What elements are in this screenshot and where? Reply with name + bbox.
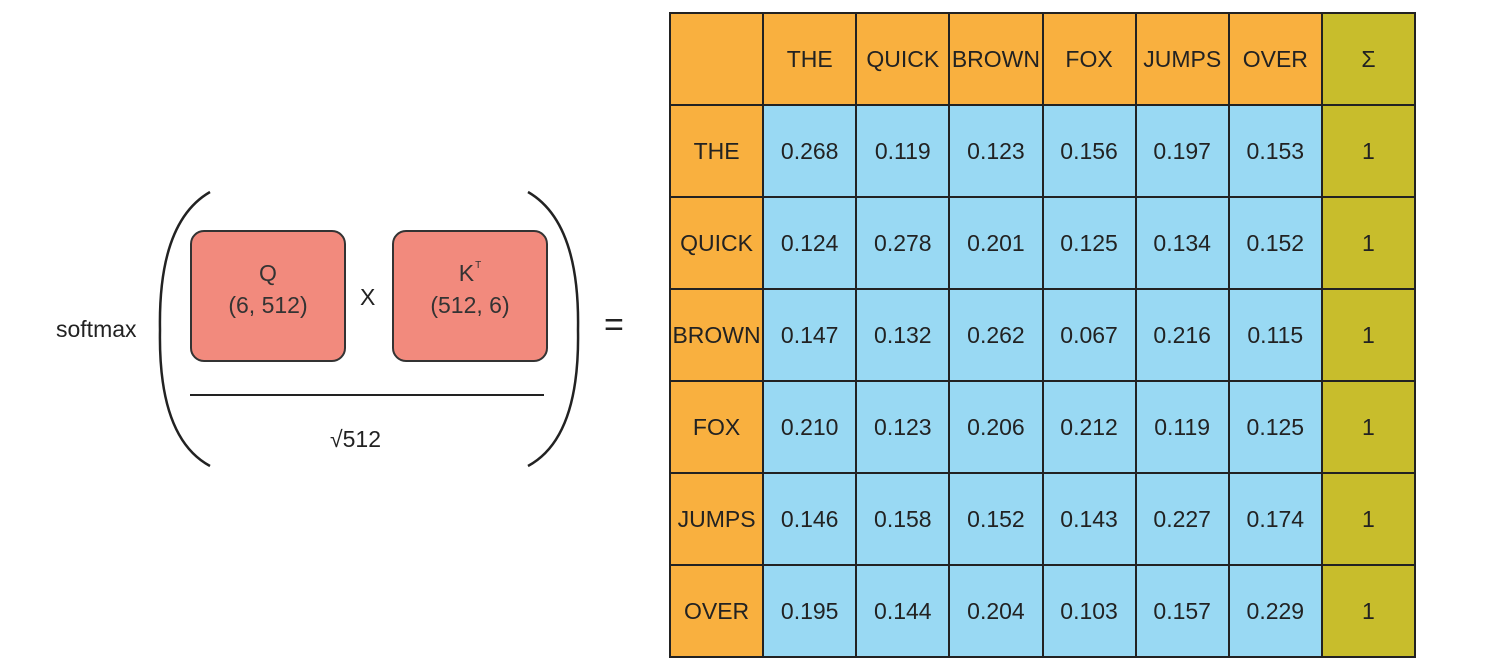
weight-cell: 0.125 <box>1041 196 1137 290</box>
right-parenthesis <box>527 190 580 468</box>
weight-cell: 0.144 <box>855 564 951 658</box>
weight-cell: 0.156 <box>1041 104 1137 198</box>
fraction-line <box>190 394 544 396</box>
weight-cell: 0.143 <box>1041 472 1137 566</box>
k-matrix-name: KT <box>394 260 546 287</box>
row-label: OVER <box>668 564 765 658</box>
table-row: QUICK 0.124 0.278 0.201 0.125 0.134 0.15… <box>668 196 1417 290</box>
row-sum-cell: 1 <box>1320 564 1417 658</box>
k-matrix-dims: (512, 6) <box>430 292 510 318</box>
row-label: BROWN <box>668 288 765 382</box>
column-header: BROWN <box>948 12 1044 106</box>
table-row: OVER 0.195 0.144 0.204 0.103 0.157 0.229… <box>668 564 1417 658</box>
row-sum-cell: 1 <box>1320 472 1417 566</box>
transpose-superscript: T <box>475 260 482 271</box>
table-row: BROWN 0.147 0.132 0.262 0.067 0.216 0.11… <box>668 288 1417 382</box>
weight-cell: 0.103 <box>1041 564 1137 658</box>
weight-cell: 0.204 <box>948 564 1044 658</box>
weight-cell: 0.201 <box>948 196 1044 290</box>
weight-cell: 0.158 <box>855 472 951 566</box>
weight-cell: 0.152 <box>1227 196 1323 290</box>
row-label: FOX <box>668 380 765 474</box>
weight-cell: 0.152 <box>948 472 1044 566</box>
multiply-operator: X <box>360 284 376 310</box>
column-header: JUMPS <box>1134 12 1230 106</box>
q-matrix-name: Q <box>259 260 277 286</box>
row-label: QUICK <box>668 196 765 290</box>
column-header: OVER <box>1227 12 1323 106</box>
q-matrix-box: Q (6, 512) <box>190 230 346 362</box>
weight-cell: 0.216 <box>1134 288 1230 382</box>
weight-cell: 0.146 <box>762 472 858 566</box>
column-header: THE <box>762 12 858 106</box>
sum-header: Σ <box>1320 12 1417 106</box>
weight-cell: 0.125 <box>1227 380 1323 474</box>
formula-parentheses <box>158 190 580 468</box>
q-matrix-dims: (6, 512) <box>228 292 308 318</box>
weight-cell: 0.153 <box>1227 104 1323 198</box>
weight-cell: 0.197 <box>1134 104 1230 198</box>
weight-cell: 0.157 <box>1134 564 1230 658</box>
k-matrix-letter: K <box>458 260 475 286</box>
table-row: THE 0.268 0.119 0.123 0.156 0.197 0.153 … <box>668 104 1417 198</box>
weight-cell: 0.134 <box>1134 196 1230 290</box>
corner-cell <box>668 12 765 106</box>
row-sum-cell: 1 <box>1320 196 1417 290</box>
column-header: QUICK <box>855 12 951 106</box>
weight-cell: 0.119 <box>855 104 951 198</box>
weight-cell: 0.206 <box>948 380 1044 474</box>
k-transpose-matrix-box: KT (512, 6) <box>392 230 548 362</box>
weight-cell: 0.119 <box>1134 380 1230 474</box>
weight-cell: 0.229 <box>1227 564 1323 658</box>
column-header: FOX <box>1041 12 1137 106</box>
weight-cell: 0.212 <box>1041 380 1137 474</box>
row-label: THE <box>668 104 765 198</box>
equals-sign: = <box>604 306 624 344</box>
weight-cell: 0.132 <box>855 288 951 382</box>
weight-cell: 0.123 <box>948 104 1044 198</box>
weight-cell: 0.174 <box>1227 472 1323 566</box>
row-sum-cell: 1 <box>1320 288 1417 382</box>
table-row: FOX 0.210 0.123 0.206 0.212 0.119 0.125 … <box>668 380 1417 474</box>
left-parenthesis <box>158 190 211 468</box>
row-label: JUMPS <box>668 472 765 566</box>
softmax-label: softmax <box>56 316 137 342</box>
header-row: THE QUICK BROWN FOX JUMPS OVER Σ <box>668 12 1417 106</box>
denominator: √512 <box>330 426 381 452</box>
attention-weights-table: THE QUICK BROWN FOX JUMPS OVER Σ THE 0.2… <box>668 12 1417 658</box>
weight-cell: 0.210 <box>762 380 858 474</box>
weight-cell: 0.115 <box>1227 288 1323 382</box>
table-row: JUMPS 0.146 0.158 0.152 0.143 0.227 0.17… <box>668 472 1417 566</box>
weight-cell: 0.262 <box>948 288 1044 382</box>
weight-cell: 0.124 <box>762 196 858 290</box>
row-sum-cell: 1 <box>1320 380 1417 474</box>
row-sum-cell: 1 <box>1320 104 1417 198</box>
weight-cell: 0.278 <box>855 196 951 290</box>
weight-cell: 0.067 <box>1041 288 1137 382</box>
weight-cell: 0.147 <box>762 288 858 382</box>
weight-cell: 0.227 <box>1134 472 1230 566</box>
weight-cell: 0.268 <box>762 104 858 198</box>
weight-cell: 0.123 <box>855 380 951 474</box>
weight-cell: 0.195 <box>762 564 858 658</box>
